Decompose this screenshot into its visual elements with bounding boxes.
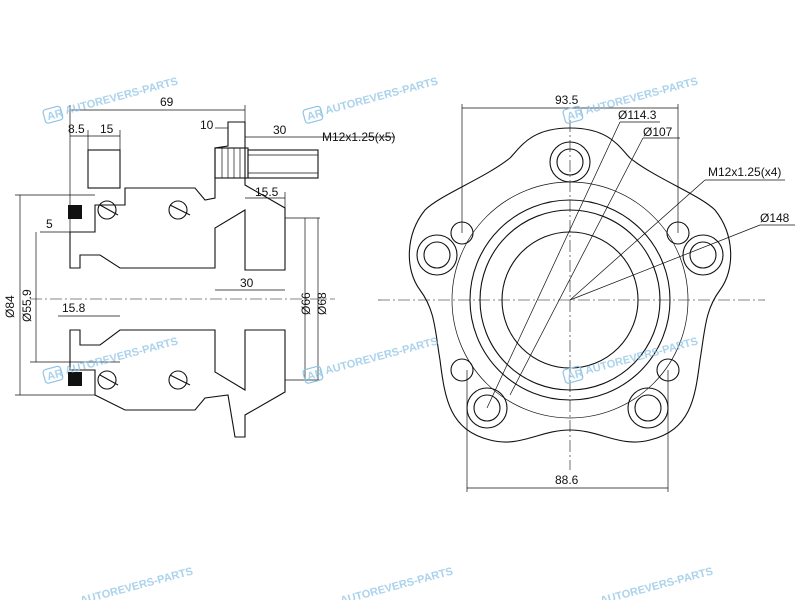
hole-thread-label: M12x1.25(x4) <box>708 165 781 179</box>
watermark-text: AUTOREVERS-PARTS <box>339 566 454 600</box>
watermark-8: AUTOREVERS-PARTS <box>339 566 454 600</box>
watermark-logo: AR <box>306 367 325 383</box>
dim-d84: Ø84 <box>3 295 17 318</box>
dim-d55-9: Ø55.9 <box>20 289 34 322</box>
watermark-5: AR AUTOREVERS-PARTS <box>302 336 439 384</box>
stud-thread-label: M12x1.25(x5) <box>322 130 395 144</box>
side-dimension-lines <box>15 105 395 396</box>
bearing-row-top <box>68 200 191 220</box>
watermark-9: AUTOREVERS-PARTS <box>599 566 714 600</box>
watermark-text: AUTOREVERS-PARTS <box>79 566 194 600</box>
dim-88-6: 88.6 <box>555 473 579 487</box>
watermark-text: AUTOREVERS-PARTS <box>64 336 179 378</box>
front-dimension-lines <box>461 104 795 492</box>
dim-15: 15 <box>100 122 114 136</box>
front-view: 93.5 Ø114.3 Ø107 M12x1.25(x4) Ø148 88.6 <box>378 93 795 492</box>
watermark-text: AUTOREVERS-PARTS <box>324 76 439 118</box>
wheel-stud <box>214 147 319 179</box>
hub-body-section-lower <box>69 329 286 438</box>
dim-5: 5 <box>46 217 53 231</box>
dim-93-5: 93.5 <box>555 93 579 107</box>
watermark-text: AUTOREVERS-PARTS <box>324 336 439 378</box>
dim-d68: Ø68 <box>315 292 329 315</box>
watermark-logo: AR <box>566 107 585 123</box>
watermark-logo: AR <box>306 107 325 123</box>
watermark-6: AR AUTOREVERS-PARTS <box>562 336 699 384</box>
side-section-view: 69 8.5 15 10 30 M12x1.25(x5) 15.5 5 Ø84 … <box>3 95 395 438</box>
dim-30-bore: 30 <box>240 276 254 290</box>
flange-tab <box>87 149 121 189</box>
watermark-text: AUTOREVERS-PARTS <box>599 566 714 600</box>
bearing-row-bottom <box>68 370 191 390</box>
dim-15-8: 15.8 <box>62 301 86 315</box>
dim-8-5: 8.5 <box>68 122 85 136</box>
dim-d148: Ø148 <box>760 211 790 225</box>
dim-d107: Ø107 <box>643 125 673 139</box>
watermarks: AR AUTOREVERS-PARTS AR AUTOREVERS-PARTS … <box>42 76 714 600</box>
dim-69: 69 <box>160 95 174 109</box>
watermark-logo: AR <box>46 367 65 383</box>
dim-30-stud: 30 <box>273 123 287 137</box>
hub-body-section <box>69 121 286 271</box>
watermark-7: AUTOREVERS-PARTS <box>79 566 194 600</box>
watermark-2: AR AUTOREVERS-PARTS <box>302 76 439 124</box>
dim-d114-3: Ø114.3 <box>618 108 657 122</box>
dim-d66: Ø66 <box>299 292 313 315</box>
watermark-logo: AR <box>566 367 585 383</box>
dim-15-5: 15.5 <box>255 185 279 199</box>
watermark-4: AR AUTOREVERS-PARTS <box>42 336 179 384</box>
dim-10: 10 <box>200 118 214 132</box>
watermark-logo: AR <box>46 107 65 123</box>
watermark-text: AUTOREVERS-PARTS <box>584 336 699 378</box>
